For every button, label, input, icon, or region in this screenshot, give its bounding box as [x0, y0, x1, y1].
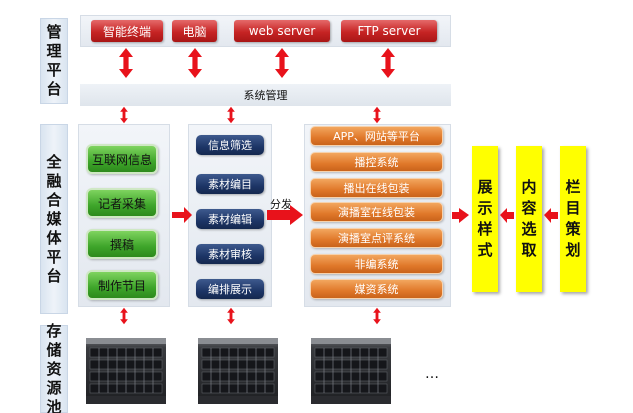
- program-planning-box[interactable]: 栏目策划: [560, 146, 586, 292]
- edit-material-review[interactable]: 素材审核: [196, 244, 264, 264]
- side-label-media: 全融合媒体平台: [40, 124, 68, 314]
- program-planning-label: 栏目策划: [565, 178, 581, 259]
- collect-internet-info[interactable]: 互联网信息: [86, 144, 158, 174]
- collect-program-production[interactable]: 制作节目: [86, 270, 158, 300]
- terminal-web-server[interactable]: web server: [234, 20, 330, 42]
- edit-layout-display[interactable]: 编排展示: [196, 279, 264, 299]
- left-arrow-icon: [500, 208, 514, 223]
- double-arrow-icon: [381, 48, 395, 78]
- side-label-text: 存储资源池: [46, 321, 62, 413]
- platform-online-packaging[interactable]: 播出在线包装: [310, 178, 443, 198]
- right-arrow-icon: [172, 207, 192, 223]
- edit-material-catalog[interactable]: 素材编目: [196, 174, 264, 194]
- storage-more: …: [425, 366, 440, 382]
- platform-media-asset[interactable]: 媒资系统: [310, 279, 443, 299]
- edit-info-filter[interactable]: 信息筛选: [196, 135, 264, 155]
- platform-studio-commentary[interactable]: 演播室点评系统: [310, 228, 443, 248]
- platform-studio-packaging[interactable]: 演播室在线包装: [310, 202, 443, 222]
- right-arrow-icon: [267, 205, 303, 225]
- left-arrow-icon: [452, 208, 469, 223]
- server-rack-icon: [310, 337, 392, 405]
- double-arrow-icon: [188, 48, 202, 78]
- display-style-box[interactable]: 展示样式: [472, 146, 498, 292]
- collect-reporter[interactable]: 记者采集: [86, 188, 158, 218]
- edit-material-editing[interactable]: 素材编辑: [196, 209, 264, 229]
- platform-app-website[interactable]: APP、网站等平台: [310, 126, 443, 146]
- double-arrow-icon: [275, 48, 289, 78]
- double-arrow-icon: [119, 48, 133, 78]
- system-management-bar: 系统管理: [80, 84, 451, 106]
- double-arrow-icon: [373, 307, 381, 325]
- side-label-text: 管理平台: [46, 23, 62, 98]
- terminal-ftp-server[interactable]: FTP server: [341, 20, 437, 42]
- display-style-label: 展示样式: [477, 178, 493, 259]
- platform-broadcast-control[interactable]: 播控系统: [310, 152, 443, 172]
- double-arrow-icon: [120, 106, 128, 124]
- double-arrow-icon: [227, 106, 235, 124]
- system-management-label: 系统管理: [243, 89, 288, 102]
- server-rack-icon: [85, 337, 167, 405]
- left-arrow-icon: [544, 208, 558, 223]
- distribute-label: 分发: [270, 198, 292, 211]
- collect-writing[interactable]: 撰稿: [86, 229, 158, 259]
- double-arrow-icon: [227, 307, 235, 325]
- side-label-text: 全融合媒体平台: [46, 152, 62, 285]
- side-label-management: 管理平台: [40, 18, 68, 104]
- content-selection-label: 内容选取: [521, 178, 537, 259]
- platform-nonlinear-editing[interactable]: 非编系统: [310, 254, 443, 274]
- terminal-computer[interactable]: 电脑: [172, 20, 217, 42]
- double-arrow-icon: [373, 106, 381, 124]
- server-rack-icon: [197, 337, 279, 405]
- side-label-storage: 存储资源池: [40, 321, 68, 413]
- terminal-smart-device[interactable]: 智能终端: [91, 20, 163, 42]
- content-selection-box[interactable]: 内容选取: [516, 146, 542, 292]
- double-arrow-icon: [120, 307, 128, 325]
